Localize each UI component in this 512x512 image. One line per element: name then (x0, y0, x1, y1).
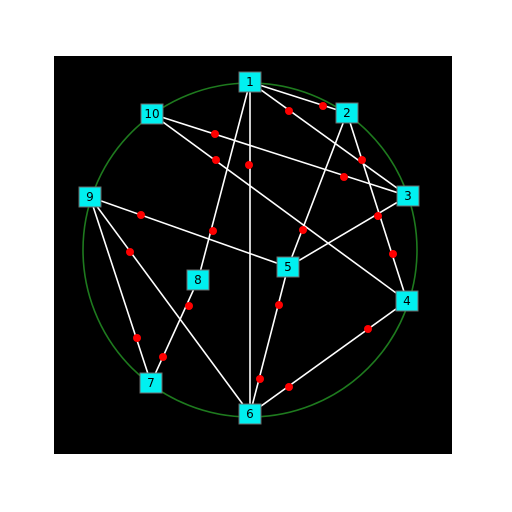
edge-marker (185, 302, 193, 310)
edge-marker (285, 383, 293, 391)
node-label: 10 (144, 107, 159, 121)
node-10[interactable]: 10 (140, 103, 164, 125)
node-box[interactable] (186, 269, 210, 291)
node-box[interactable] (396, 185, 420, 207)
node-label: 1 (246, 75, 254, 89)
edge-marker (285, 107, 293, 115)
edge-marker (133, 334, 141, 342)
edge-1-2 (249, 81, 348, 114)
edge-8-7 (150, 279, 199, 384)
node-box[interactable] (238, 403, 262, 425)
node-box[interactable] (140, 103, 164, 125)
edge-10-3 (151, 113, 409, 197)
edge-marker (256, 375, 264, 383)
edge-marker (374, 212, 382, 220)
node-label: 7 (147, 376, 155, 390)
node-3[interactable]: 3 (396, 185, 420, 207)
node-label: 4 (403, 294, 411, 308)
edge-4-6 (249, 300, 408, 415)
node-label: 9 (86, 190, 94, 204)
node-4[interactable]: 4 (395, 290, 419, 312)
edge-marker (299, 226, 307, 234)
edge-marker (209, 227, 217, 235)
node-box[interactable] (238, 71, 262, 93)
node-label: 3 (404, 189, 412, 203)
edge-3-5 (287, 195, 409, 268)
edge-marker (159, 353, 167, 361)
edge-10-4 (151, 113, 408, 302)
node-1[interactable]: 1 (238, 71, 262, 93)
edge-2-5 (287, 112, 348, 268)
node-label: 8 (194, 273, 202, 287)
node-box[interactable] (335, 102, 359, 124)
node-box[interactable] (139, 372, 163, 394)
edge-marker (358, 156, 366, 164)
edge-2-4 (346, 112, 408, 302)
node-box[interactable] (78, 186, 102, 208)
edge-9-5 (89, 196, 289, 268)
edge-marker (245, 161, 253, 169)
node-label: 6 (246, 407, 254, 421)
edge-marker (275, 301, 283, 309)
node-box[interactable] (395, 290, 419, 312)
node-9[interactable]: 9 (78, 186, 102, 208)
edge-marker (340, 173, 348, 181)
edge-marker (389, 250, 397, 258)
edge-9-6 (89, 196, 251, 415)
node-7[interactable]: 7 (139, 372, 163, 394)
node-5[interactable]: 5 (276, 256, 300, 278)
node-8[interactable]: 8 (186, 269, 210, 291)
edge-1-8 (197, 81, 251, 281)
edge-5-6 (249, 266, 289, 415)
node-box[interactable] (276, 256, 300, 278)
node-label: 5 (284, 260, 292, 274)
edge-marker (212, 156, 220, 164)
edge-1-3 (249, 81, 409, 197)
node-label: 2 (343, 106, 351, 120)
edge-marker (137, 211, 145, 219)
edge-9-7 (89, 196, 152, 384)
node-6[interactable]: 6 (238, 403, 262, 425)
edge-marker (126, 248, 134, 256)
edge-marker (364, 325, 372, 333)
edge-marker (211, 130, 219, 138)
node-2[interactable]: 2 (335, 102, 359, 124)
edge-marker (319, 102, 327, 110)
